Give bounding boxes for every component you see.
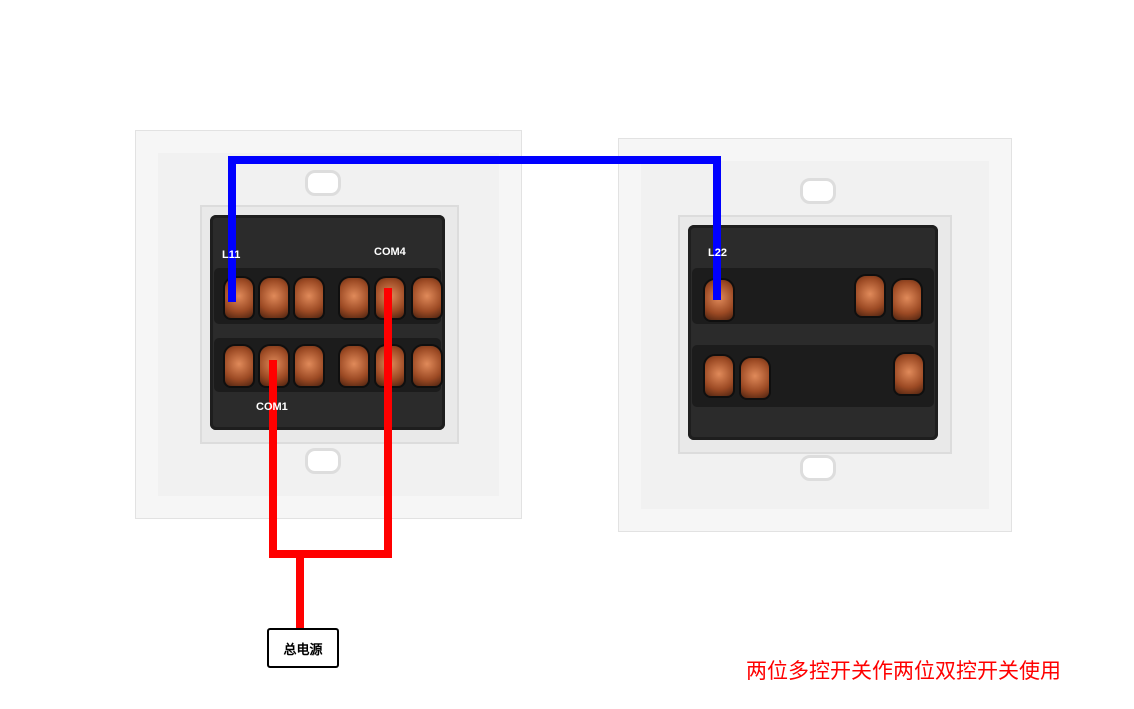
right-terminal — [854, 274, 886, 318]
red-wire-com1 — [269, 360, 277, 558]
left-terminal — [293, 276, 325, 320]
label-com1: COM1 — [256, 401, 288, 413]
label-com4: COM4 — [374, 246, 406, 258]
red-wire-supply — [296, 550, 304, 630]
blue-wire-top — [228, 156, 721, 164]
blue-wire-l11-up — [228, 156, 236, 302]
main-power-box: 总电源 — [267, 628, 339, 668]
left-screw-slot-bottom — [305, 448, 341, 474]
left-terminal — [338, 344, 370, 388]
right-terminal — [703, 354, 735, 398]
label-l22: L22 — [708, 247, 727, 259]
left-terminal — [223, 344, 255, 388]
left-terminal — [293, 344, 325, 388]
caption: 两位多控开关作两位双控开关使用 — [746, 660, 1061, 683]
left-terminal — [411, 344, 443, 388]
blue-wire-l22-down — [713, 156, 721, 300]
left-screw-slot-top — [305, 170, 341, 196]
left-terminal — [411, 276, 443, 320]
left-terminal — [338, 276, 370, 320]
red-wire-com4 — [384, 288, 392, 558]
right-terminal — [891, 278, 923, 322]
right-terminal — [739, 356, 771, 400]
label-l11: L11 — [222, 249, 241, 261]
left-terminal — [258, 276, 290, 320]
right-terminal — [893, 352, 925, 396]
right-screw-slot-bottom — [800, 455, 836, 481]
red-wire-bridge — [269, 550, 392, 558]
right-screw-slot-top — [800, 178, 836, 204]
